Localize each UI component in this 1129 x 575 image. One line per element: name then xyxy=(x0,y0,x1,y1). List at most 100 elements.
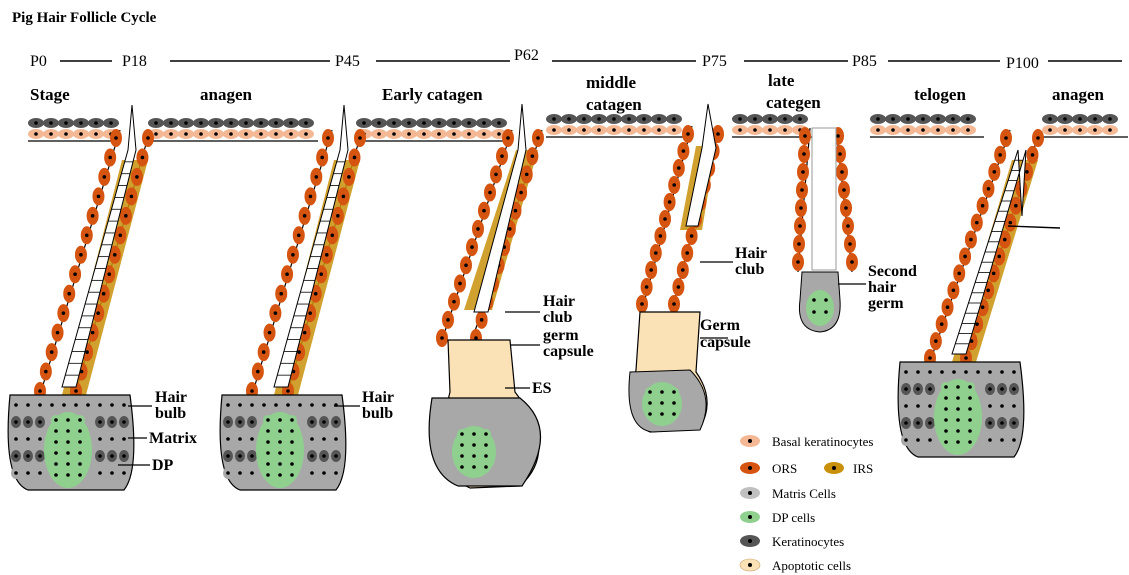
cell-nucleus xyxy=(392,132,396,136)
cell-nucleus xyxy=(262,350,266,354)
cell-nucleus xyxy=(964,356,968,360)
cell-nucleus xyxy=(686,132,690,136)
cell-nucleus xyxy=(988,438,992,442)
cell-nucleus xyxy=(266,462,270,466)
cell-nucleus xyxy=(290,451,294,455)
cell-nucleus xyxy=(110,471,114,475)
epidermis-segment xyxy=(28,118,119,141)
cell-nucleus xyxy=(1000,438,1004,442)
cell-nucleus xyxy=(975,221,979,225)
cell-nucleus xyxy=(322,471,326,475)
anagen-follicle xyxy=(220,105,366,490)
timeline-p100: P100 xyxy=(1006,55,1039,72)
cell-nucleus xyxy=(422,121,426,125)
cell-nucleus xyxy=(107,272,111,276)
cell-nucleus xyxy=(78,462,82,466)
cell-nucleus xyxy=(110,403,114,407)
cell-nucleus xyxy=(672,183,676,187)
cell-nucleus xyxy=(278,440,282,444)
cell-nucleus xyxy=(274,132,278,136)
cell-nucleus xyxy=(286,389,290,393)
cell-nucleus xyxy=(672,401,676,405)
cell-nucleus xyxy=(289,121,293,125)
cell-nucleus xyxy=(567,128,571,132)
cell-nucleus xyxy=(336,214,340,218)
cell-nucleus xyxy=(497,121,501,125)
cell-nucleus xyxy=(14,420,18,424)
stage-label: anagen xyxy=(200,85,253,104)
cell-nucleus xyxy=(648,390,652,394)
cell-nucleus xyxy=(944,396,948,400)
cell-nucleus xyxy=(98,403,102,407)
cell-nucleus xyxy=(582,117,586,121)
cell-nucleus xyxy=(38,437,42,441)
cell-nucleus xyxy=(238,420,242,424)
cell-nucleus xyxy=(968,396,972,400)
timeline-p0: P0 xyxy=(30,53,47,70)
cell-nucleus xyxy=(1000,404,1004,408)
cell-nucleus xyxy=(110,437,114,441)
stage-label: Early catagen xyxy=(382,85,483,104)
cell-nucleus xyxy=(525,173,529,177)
cell-nucleus xyxy=(659,234,663,238)
legend: Basal keratinocytes ORS IRS Matris Cells… xyxy=(740,434,873,573)
cell-nucleus xyxy=(968,429,972,433)
cell-nucleus xyxy=(78,440,82,444)
cell-nucleus xyxy=(1063,128,1067,132)
cell-nucleus xyxy=(951,128,955,132)
cell-nucleus xyxy=(141,156,145,160)
cell-nucleus xyxy=(304,132,308,136)
cell-nucleus xyxy=(184,121,188,125)
cell-nucleus xyxy=(110,420,114,424)
cell-nucleus xyxy=(250,471,254,475)
cell-nucleus xyxy=(956,429,960,433)
cell-nucleus xyxy=(476,227,480,231)
cell-nucleus xyxy=(98,437,102,441)
cell-nucleus xyxy=(278,418,282,422)
cell-nucleus xyxy=(956,407,960,411)
cell-nucleus xyxy=(677,285,681,289)
cell-nucleus xyxy=(440,336,444,340)
cell-nucleus xyxy=(934,339,938,343)
cell-nucleus xyxy=(472,432,476,436)
cell-nucleus xyxy=(648,412,652,416)
cell-nucleus xyxy=(113,253,117,257)
cell-nucleus xyxy=(244,132,248,136)
cell-nucleus xyxy=(876,128,880,132)
cell-nucleus xyxy=(460,465,464,469)
cell-nucleus xyxy=(1000,421,1004,425)
cell-nucleus xyxy=(488,191,492,195)
cell-nucleus xyxy=(377,132,381,136)
cell-nucleus xyxy=(119,234,123,238)
label-matrix: Matrix xyxy=(149,430,197,447)
legend-dot xyxy=(832,466,836,470)
cell-nucleus xyxy=(988,404,992,408)
cell-nucleus xyxy=(677,166,681,170)
legend-label: Matris Cells xyxy=(772,486,836,501)
cell-nucleus xyxy=(49,121,53,125)
cell-nucleus xyxy=(66,451,70,455)
legend-dot xyxy=(748,539,752,543)
label-hair-bulb: Hair xyxy=(362,389,394,406)
cell-nucleus xyxy=(470,245,474,249)
cell-nucleus xyxy=(627,117,631,121)
cell-nucleus xyxy=(67,292,71,296)
cell-nucleus xyxy=(66,429,70,433)
cell-nucleus xyxy=(97,195,101,199)
cell-nucleus xyxy=(325,253,329,257)
cell-nucleus xyxy=(279,292,283,296)
cell-nucleus xyxy=(690,234,694,238)
cell-nucleus xyxy=(552,117,556,121)
cell-nucleus xyxy=(38,420,42,424)
cell-nucleus xyxy=(1012,438,1016,442)
label-hair-bulb: bulb xyxy=(362,405,393,422)
legend-item: Keratinocytes xyxy=(740,534,844,549)
cell-nucleus xyxy=(474,336,478,340)
cell-nucleus xyxy=(672,412,676,416)
cell-nucleus xyxy=(310,471,314,475)
cell-nucleus xyxy=(334,437,338,441)
cell-nucleus xyxy=(952,370,956,374)
cell-nucleus xyxy=(266,418,270,422)
cell-nucleus xyxy=(1108,128,1112,132)
